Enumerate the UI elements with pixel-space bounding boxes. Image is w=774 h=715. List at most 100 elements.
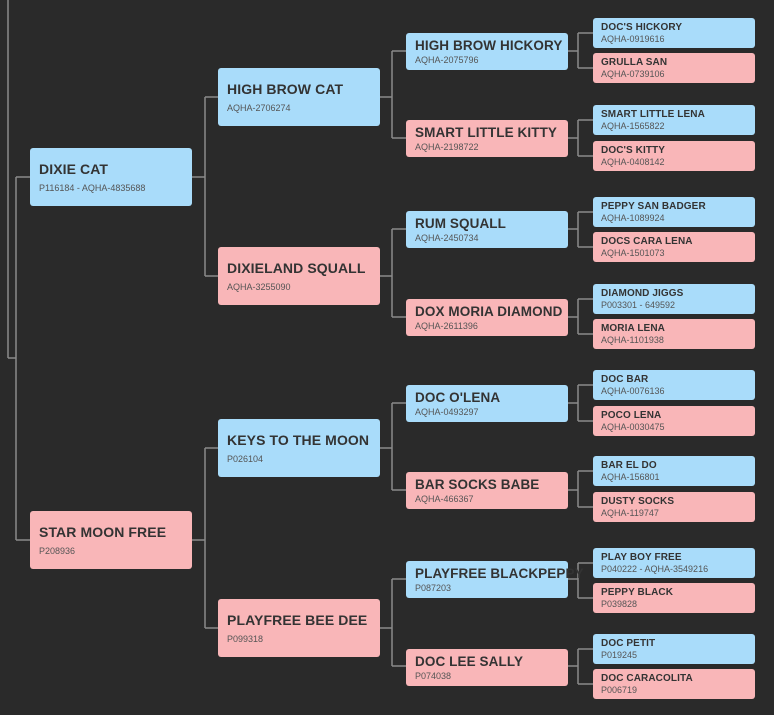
registration-number: AQHA-2611396 [415,321,478,331]
registration-number: AQHA-2075796 [415,55,479,65]
registration-number: AQHA-1101938 [601,335,664,345]
pedigree-node-g4-3[interactable]: SMART LITTLE LENA AQHA-1565822 [593,105,755,135]
horse-name: BAR SOCKS BABE [415,477,540,492]
horse-name: PLAY BOY FREE [601,552,682,563]
connector [568,470,593,508]
registration-number: P003301 - 649592 [601,300,676,310]
pedigree-node-g4-5[interactable]: PEPPY SAN BADGER AQHA-1089924 [593,197,755,227]
pedigree-node-g4-11[interactable]: BAR EL DO AQHA-156801 [593,456,755,486]
horse-name: PEPPY BLACK [601,587,674,598]
pedigree-node-g4-12[interactable]: DUSTY SOCKS AQHA-119747 [593,492,755,522]
pedigree-node-g4-4[interactable]: DOC'S KITTY AQHA-0408142 [593,141,755,171]
horse-name: DOX MORIA DIAMOND [415,304,563,319]
pedigree-node-g3-1[interactable]: HIGH BROW HICKORY AQHA-2075796 [406,33,568,70]
horse-name: HIGH BROW CAT [227,81,344,97]
registration-number: P039828 [601,599,638,609]
horse-name: DOC CARACOLITA [601,673,693,684]
pedigree-node-g3-6[interactable]: BAR SOCKS BABE AQHA-466367 [406,472,568,509]
pedigree-node-g4-14[interactable]: PEPPY BLACK P039828 [593,583,755,613]
pedigree-node-g4-15[interactable]: DOC PETIT P019245 [593,634,755,664]
registration-number: AQHA-1501073 [601,248,665,258]
connector [192,96,218,277]
pedigree-node-dam-dam[interactable]: PLAYFREE BEE DEE P099318 [218,599,380,657]
horse-name: DIXIE CAT [39,161,109,177]
pedigree-node-g4-1[interactable]: DOC'S HICKORY AQHA-0919616 [593,18,755,48]
connector [380,50,406,139]
connector [380,228,406,318]
registration-number: AQHA-2198722 [415,142,479,152]
registration-number: P208936 [39,546,76,556]
horse-name: GRULLA SAN [601,57,668,68]
pedigree-node-g4-16[interactable]: DOC CARACOLITA P006719 [593,669,755,699]
horse-name: RUM SQUALL [415,216,506,231]
horse-name: MORIA LENA [601,323,665,334]
horse-name: PEPPY SAN BADGER [601,201,706,212]
registration-number: AQHA-3255090 [227,282,291,292]
registration-number: P116184 - AQHA-4835688 [39,183,146,193]
registration-number: AQHA-119747 [601,508,659,518]
registration-number: P099318 [227,634,264,644]
horse-name: DOC LEE SALLY [415,654,524,669]
pedigree-node-sire-sire[interactable]: HIGH BROW CAT AQHA-2706274 [218,68,380,126]
pedigree-node-g4-2[interactable]: GRULLA SAN AQHA-0739106 [593,53,755,83]
horse-name: SMART LITTLE LENA [601,109,705,120]
registration-number: AQHA-0408142 [601,157,665,167]
horse-name: DUSTY SOCKS [601,496,675,507]
registration-number: AQHA-1089924 [601,213,665,223]
pedigree-node-sire-dam[interactable]: DIXIELAND SQUALL AQHA-3255090 [218,247,380,305]
pedigree-node-g3-2[interactable]: SMART LITTLE KITTY AQHA-2198722 [406,120,568,157]
pedigree-node-g4-7[interactable]: DIAMOND JIGGS P003301 - 649592 [593,284,755,314]
pedigree-node-g4-10[interactable]: POCO LENA AQHA-0030475 [593,406,755,436]
registration-number: AQHA-0919616 [601,34,665,44]
connector [568,211,593,248]
connector [192,447,218,629]
pedigree-node-g3-3[interactable]: RUM SQUALL AQHA-2450734 [406,211,568,248]
connector [568,648,593,685]
pedigree-node-dam-sire[interactable]: KEYS TO THE MOON P026104 [218,419,380,477]
pedigree-node-sire[interactable]: DIXIE CAT P116184 - AQHA-4835688 [30,148,192,206]
horse-name: DIXIELAND SQUALL [227,260,366,276]
horse-name: DOCS CARA LENA [601,236,693,247]
connector [380,402,406,491]
registration-number: P040222 - AQHA-3549216 [601,564,709,574]
horse-name: STAR MOON FREE [39,524,167,540]
registration-number: AQHA-2450734 [415,233,479,243]
registration-number: AQHA-156801 [601,472,660,482]
horse-name: HIGH BROW HICKORY [415,38,563,53]
horse-name: POCO LENA [601,410,662,421]
registration-number: P026104 [227,454,264,464]
pedigree-node-g4-8[interactable]: MORIA LENA AQHA-1101938 [593,319,755,349]
horse-name: DOC'S HICKORY [601,22,683,33]
horse-name: SMART LITTLE KITTY [415,125,558,140]
connector [568,384,593,422]
registration-number: P087203 [415,583,452,593]
registration-number: AQHA-0076136 [601,386,665,396]
horse-name: DOC O'LENA [415,390,501,405]
horse-name: DOC BAR [601,374,649,385]
pedigree-node-g4-6[interactable]: DOCS CARA LENA AQHA-1501073 [593,232,755,262]
registration-number: AQHA-0030475 [601,422,665,432]
horse-name: BAR EL DO [601,460,657,471]
horse-name: DOC PETIT [601,638,656,649]
horse-name: PLAYFREE BLACKPEPPY [415,566,584,581]
pedigree-node-g3-7[interactable]: PLAYFREE BLACKPEPPY P087203 [406,561,584,598]
registration-number: AQHA-2706274 [227,103,291,113]
registration-number: AQHA-0739106 [601,69,665,79]
pedigree-node-g3-4[interactable]: DOX MORIA DIAMOND AQHA-2611396 [406,299,568,336]
pedigree-node-g4-9[interactable]: DOC BAR AQHA-0076136 [593,370,755,400]
registration-number: AQHA-1565822 [601,121,665,131]
horse-name: PLAYFREE BEE DEE [227,612,368,628]
horse-name: KEYS TO THE MOON [227,432,370,448]
connector [568,298,593,335]
connector [568,562,593,599]
registration-number: AQHA-0493297 [415,407,479,417]
pedigree-node-dam[interactable]: STAR MOON FREE P208936 [30,511,192,569]
connector [7,0,30,541]
registration-number: P006719 [601,685,638,695]
pedigree-node-g3-5[interactable]: DOC O'LENA AQHA-0493297 [406,385,568,422]
horse-name: DOC'S KITTY [601,145,666,156]
pedigree-node-g3-8[interactable]: DOC LEE SALLY P074038 [406,649,568,686]
pedigree-node-g4-13[interactable]: PLAY BOY FREE P040222 - AQHA-3549216 [593,548,755,578]
registration-number: P019245 [601,650,638,660]
